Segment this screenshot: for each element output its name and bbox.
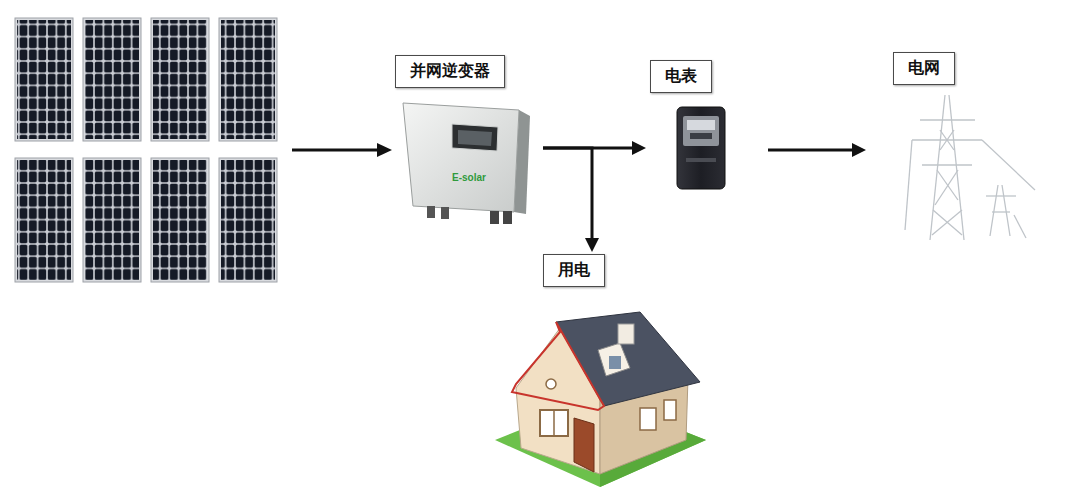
- node-region: 用电: [490, 254, 706, 486]
- flow-arrow: [768, 143, 866, 157]
- solar-panels: [15, 18, 277, 282]
- meter-illustration: [677, 107, 725, 189]
- brand-label: E-solar: [452, 172, 486, 183]
- label-box: 电网: [893, 52, 955, 85]
- inverter-illustration: [403, 103, 530, 224]
- box-label: 电网: [908, 58, 940, 79]
- house-illustration: [495, 312, 706, 487]
- flow-arrow: [292, 143, 392, 157]
- node-region: 电表: [648, 60, 768, 194]
- node-region: 电网: [868, 52, 1046, 242]
- label-box: 用电: [543, 254, 605, 287]
- label-box: 并网逆变器: [395, 55, 505, 88]
- box-label: 用电: [558, 260, 590, 281]
- flow-arrow: [543, 148, 599, 252]
- label-box: 电表: [650, 60, 712, 93]
- node-region: 并网逆变器: [395, 55, 543, 227]
- pylon-illustration: [905, 95, 1035, 240]
- box-label: 电表: [665, 66, 697, 87]
- box-label: 并网逆变器: [410, 61, 490, 82]
